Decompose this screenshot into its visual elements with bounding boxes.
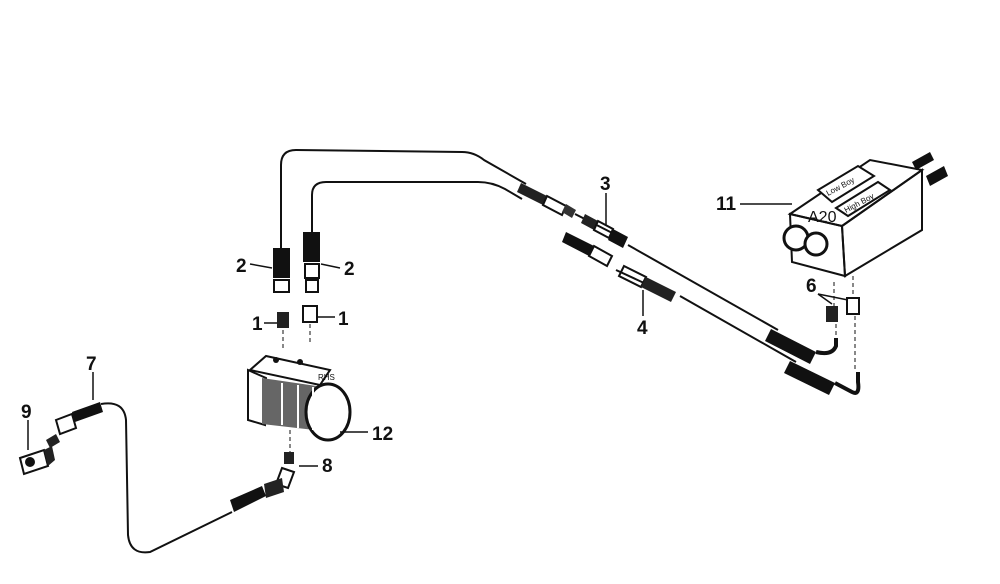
tee-9 (18, 434, 60, 476)
callout-12: 12 (372, 424, 393, 445)
callout-7: 7 (86, 354, 97, 375)
motor-label: RHS (318, 373, 335, 382)
callout-1-right: 1 (338, 309, 349, 330)
callout-6: 6 (806, 276, 817, 297)
coupler-3 (517, 183, 628, 268)
coupler-4 (617, 264, 676, 302)
callout-11: 11 (716, 194, 737, 215)
callout-3: 3 (600, 174, 611, 195)
callout-2-right: 2 (344, 259, 355, 280)
leader-lines (27, 193, 849, 467)
control-valve-11: Low Boy High Boy A20 (782, 152, 948, 278)
callouts: 1 1 2 2 3 4 6 7 8 9 11 12 (21, 174, 817, 477)
hose-7 (54, 402, 266, 554)
motor-12: RHS (247, 354, 352, 458)
valve-model: A20 (808, 209, 837, 226)
callout-9: 9 (21, 402, 32, 423)
adapter-6 (826, 276, 860, 372)
callout-2-left: 2 (236, 256, 247, 277)
callout-1-left: 1 (252, 314, 263, 335)
hose-ends-valve (765, 329, 861, 395)
hose-upper-pair (280, 148, 527, 250)
fitting-2 (273, 232, 320, 293)
callout-4: 4 (637, 318, 648, 339)
elbow-8 (264, 452, 296, 498)
callout-8: 8 (322, 456, 333, 477)
adapter-1 (277, 305, 318, 350)
hose-diagonal-pair (574, 213, 797, 363)
